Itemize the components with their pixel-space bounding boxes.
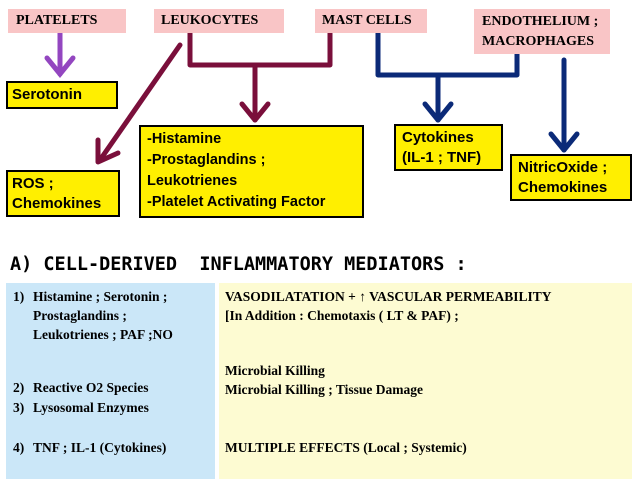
list-item-3-text: Lysosomal Enzymes	[33, 400, 149, 415]
list-item-1-text: Histamine ; Serotonin ; Prostaglandins ;…	[33, 287, 213, 344]
effect-chemotaxis: [In Addition : Chemotaxis ( LT & PAF) ;	[225, 308, 459, 323]
mediator-histamine-group: -Histamine -Prostaglandins ; Leukotriene…	[139, 125, 364, 218]
list-item-3-number: 3)	[13, 400, 25, 415]
source-platelets-label: PLATELETS	[16, 13, 98, 28]
effect-microbial-killing: Microbial Killing	[225, 363, 325, 378]
mediator-nitric-line2: Chemokines	[518, 179, 608, 196]
source-platelets: PLATELETS	[8, 9, 126, 33]
effect-vasodilatation: VASODILATATION + ↑ VASCULAR PERMEABILITY	[225, 289, 552, 304]
mediator-cytokines-line2: (IL-1 ; TNF)	[402, 149, 482, 166]
source-mast-cells-label: MAST CELLS	[322, 13, 412, 28]
mediators-list-panel: 1) Histamine ; Serotonin ; Prostaglandin…	[6, 283, 215, 479]
mediator-nitric-oxide: NitricOxide ; Chemokines	[510, 154, 632, 201]
mediator-ros-line2: Chemokines	[12, 195, 102, 212]
list-item-1-line1: Histamine ; Serotonin ;	[33, 289, 168, 304]
effect-multiple: MULTIPLE EFFECTS (Local ; Systemic)	[225, 440, 467, 455]
source-leukocytes: LEUKOCYTES	[154, 9, 284, 33]
mediator-histamine: -Histamine	[147, 131, 222, 147]
flow-arrows	[44, 30, 580, 165]
arrow-leukocytes-mast-histamine	[95, 30, 333, 165]
table-title: A) CELL-DERIVED INFLAMMATORY MEDIATORS :	[0, 250, 638, 280]
list-item-4-number: 4)	[13, 440, 25, 455]
list-item-1-number: 1)	[13, 289, 25, 304]
effect-tissue-damage: Microbial Killing ; Tissue Damage	[225, 382, 424, 397]
source-mast-cells: MAST CELLS	[315, 9, 427, 33]
mediator-ros-line1: ROS ;	[12, 175, 54, 192]
source-endothelium-line1: ENDOTHELIUM ;	[482, 14, 599, 29]
source-endothelium: ENDOTHELIUM ; MACROPHAGES	[474, 9, 610, 54]
mediator-cytokines: Cytokines (IL-1 ; TNF)	[394, 124, 503, 171]
list-item-1-line2: Prostaglandins ;	[33, 308, 127, 323]
arrow-mast-endothelium	[375, 30, 580, 153]
list-item-2-number: 2)	[13, 380, 25, 395]
mediator-leukotrienes: Leukotrienes	[147, 173, 238, 189]
mediator-serotonin: Serotonin	[6, 81, 118, 109]
arrow-platelets-serotonin	[44, 30, 76, 78]
source-endothelium-line2: MACROPHAGES	[482, 34, 594, 49]
mediator-ros: ROS ; Chemokines	[6, 170, 120, 217]
mediator-nitric-line1: NitricOxide ;	[518, 159, 608, 176]
list-item-2-text: Reactive O2 Species	[33, 380, 149, 395]
effects-panel: VASODILATATION + ↑ VASCULAR PERMEABILITY…	[219, 283, 632, 479]
mediator-cytokines-line1: Cytokines	[402, 129, 474, 146]
mediator-paf: -Platelet Activating Factor	[147, 194, 326, 210]
mediator-prostaglandins: -Prostaglandins ;	[147, 152, 266, 168]
mediator-serotonin-label: Serotonin	[12, 86, 82, 103]
list-item-1-line3: Leukotrienes ; PAF ;NO	[33, 327, 173, 342]
list-item-4-text: TNF ; IL-1 (Cytokines)	[33, 440, 167, 455]
source-leukocytes-label: LEUKOCYTES	[161, 13, 259, 28]
